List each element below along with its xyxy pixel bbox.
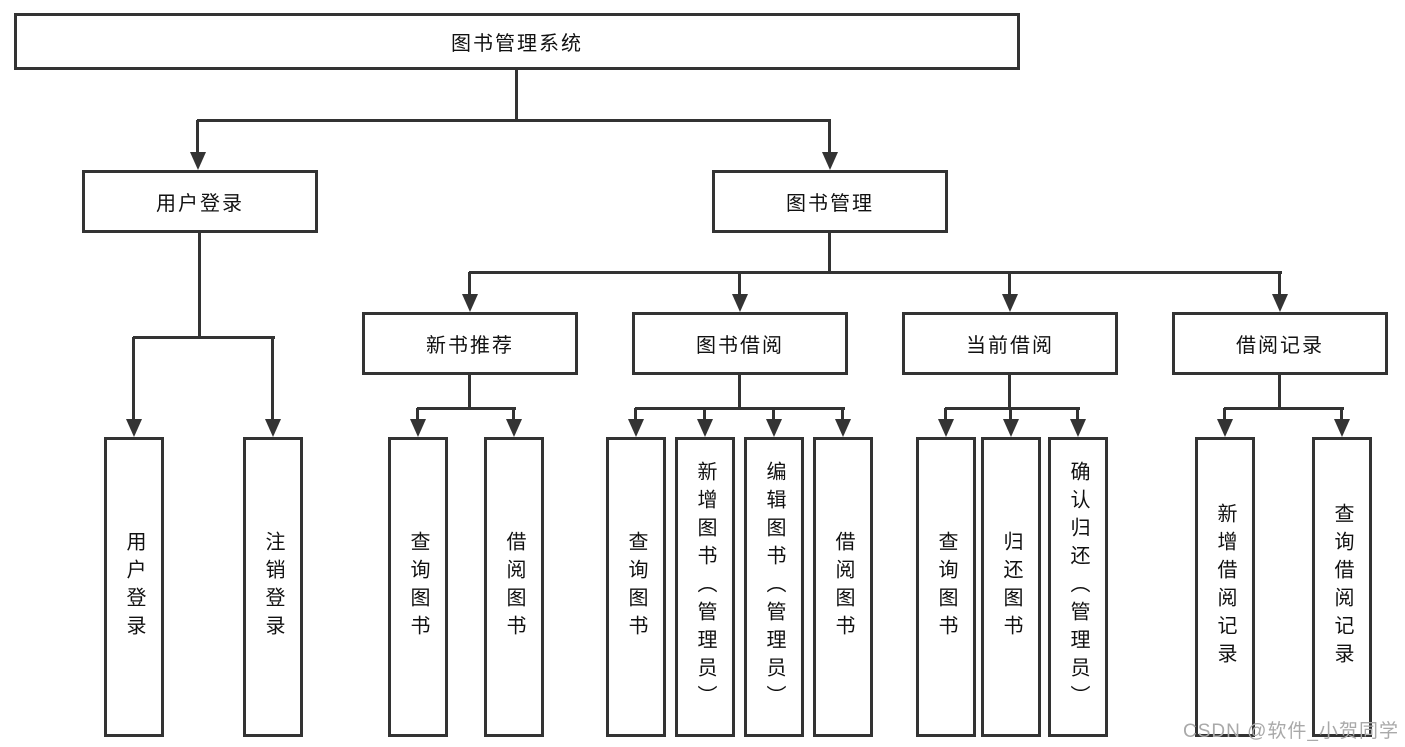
arrowhead-down: [822, 152, 838, 170]
connector-nbr-drop-1: [416, 408, 419, 422]
connector-bb-drop-4: [841, 408, 844, 422]
node-label: 归还图书: [1000, 531, 1022, 643]
node-label: 新书推荐: [426, 335, 514, 357]
connector-mgmt-rail: [469, 271, 1282, 274]
connector-root-drop-left: [196, 120, 199, 154]
connector-login-drop-1: [132, 337, 135, 421]
connector-root-rail: [197, 119, 831, 122]
connector-cb-rail: [945, 407, 1080, 410]
connector-mgmt-drop-1: [468, 272, 471, 297]
arrowhead-down: [1002, 294, 1018, 312]
arrowhead-down: [190, 152, 206, 170]
arrowhead-down: [938, 419, 954, 437]
node-borrowing-records: 借阅记录: [1172, 312, 1388, 375]
node-query-borrow-record: 查询借阅记录: [1312, 437, 1372, 737]
node-label: 用户登录: [156, 193, 244, 215]
connector-br-rail: [1224, 407, 1344, 410]
node-label: 查询图书: [407, 531, 429, 643]
arrowhead-down: [732, 294, 748, 312]
connector-mgmt-drop-4: [1278, 272, 1281, 297]
arrowhead-down: [697, 419, 713, 437]
node-label: 图书借阅: [696, 335, 784, 357]
arrowhead-down: [265, 419, 281, 437]
arrowhead-down: [126, 419, 142, 437]
node-label: 新增借阅记录: [1214, 503, 1236, 671]
node-query-books-recommend: 查询图书: [388, 437, 448, 737]
arrowhead-down: [1070, 419, 1086, 437]
node-confirm-return-admin: 确认归还（管理员）: [1048, 437, 1108, 737]
node-label: 新增图书（管理员）: [694, 461, 716, 713]
node-edit-books-admin: 编辑图书（管理员）: [744, 437, 804, 737]
connector-cb-drop-3: [1076, 408, 1079, 422]
connector-cb-drop-2: [1009, 408, 1012, 422]
connector-bb-rail: [635, 407, 845, 410]
connector-bb-stem: [738, 375, 741, 410]
arrowhead-down: [766, 419, 782, 437]
node-user-login: 用户登录: [82, 170, 318, 233]
node-add-books-admin: 新增图书（管理员）: [675, 437, 735, 737]
arrowhead-down: [506, 419, 522, 437]
node-book-management: 图书管理: [712, 170, 948, 233]
node-label: 借阅记录: [1236, 335, 1324, 357]
node-book-borrowing: 图书借阅: [632, 312, 848, 375]
node-query-books-current: 查询图书: [916, 437, 976, 737]
node-label: 借阅图书: [503, 531, 525, 643]
node-label: 图书管理: [786, 193, 874, 215]
node-logout-action: 注销登录: [243, 437, 303, 737]
node-label: 查询借阅记录: [1331, 503, 1353, 671]
connector-mgmt-stem: [828, 233, 831, 274]
node-new-book-recommend: 新书推荐: [362, 312, 578, 375]
arrowhead-down: [410, 419, 426, 437]
connector-br-drop-1: [1223, 408, 1226, 422]
connector-root-drop-right: [828, 120, 831, 154]
connector-mgmt-drop-3: [1008, 272, 1011, 297]
arrowhead-down: [462, 294, 478, 312]
node-label: 编辑图书（管理员）: [763, 461, 785, 713]
node-user-login-action: 用户登录: [104, 437, 164, 737]
connector-nbr-drop-2: [512, 408, 515, 422]
connector-login-rail: [133, 336, 275, 339]
node-label: 用户登录: [123, 531, 145, 643]
connector-nbr-rail: [417, 407, 516, 410]
connector-cb-stem: [1008, 375, 1011, 410]
arrowhead-down: [1003, 419, 1019, 437]
node-add-borrow-record: 新增借阅记录: [1195, 437, 1255, 737]
node-return-books: 归还图书: [981, 437, 1041, 737]
connector-br-stem: [1278, 375, 1281, 410]
connector-root-stem: [515, 68, 518, 122]
connector-bb-drop-1: [634, 408, 637, 422]
node-current-borrowing: 当前借阅: [902, 312, 1118, 375]
csdn-watermark: CSDN @软件_小贺同学: [1183, 721, 1399, 742]
node-query-books-borrowing: 查询图书: [606, 437, 666, 737]
node-label: 查询图书: [935, 531, 957, 643]
connector-login-stem: [198, 233, 201, 339]
arrowhead-down: [628, 419, 644, 437]
arrowhead-down: [1272, 294, 1288, 312]
connector-br-drop-2: [1340, 408, 1343, 422]
node-borrow-books-recommend: 借阅图书: [484, 437, 544, 737]
node-label: 图书管理系统: [451, 33, 583, 55]
connector-nbr-stem: [468, 375, 471, 410]
node-label: 借阅图书: [832, 531, 854, 643]
connector-bb-drop-3: [772, 408, 775, 422]
node-library-system: 图书管理系统: [14, 13, 1020, 70]
connector-login-drop-2: [271, 337, 274, 421]
node-label: 查询图书: [625, 531, 647, 643]
connector-mgmt-drop-2: [738, 272, 741, 297]
connector-bb-drop-2: [703, 408, 706, 422]
arrowhead-down: [1334, 419, 1350, 437]
node-label: 当前借阅: [966, 335, 1054, 357]
arrowhead-down: [835, 419, 851, 437]
arrowhead-down: [1217, 419, 1233, 437]
node-label: 确认归还（管理员）: [1067, 461, 1089, 713]
node-borrow-books-borrowing: 借阅图书: [813, 437, 873, 737]
node-label: 注销登录: [262, 531, 284, 643]
connector-cb-drop-1: [944, 408, 947, 422]
